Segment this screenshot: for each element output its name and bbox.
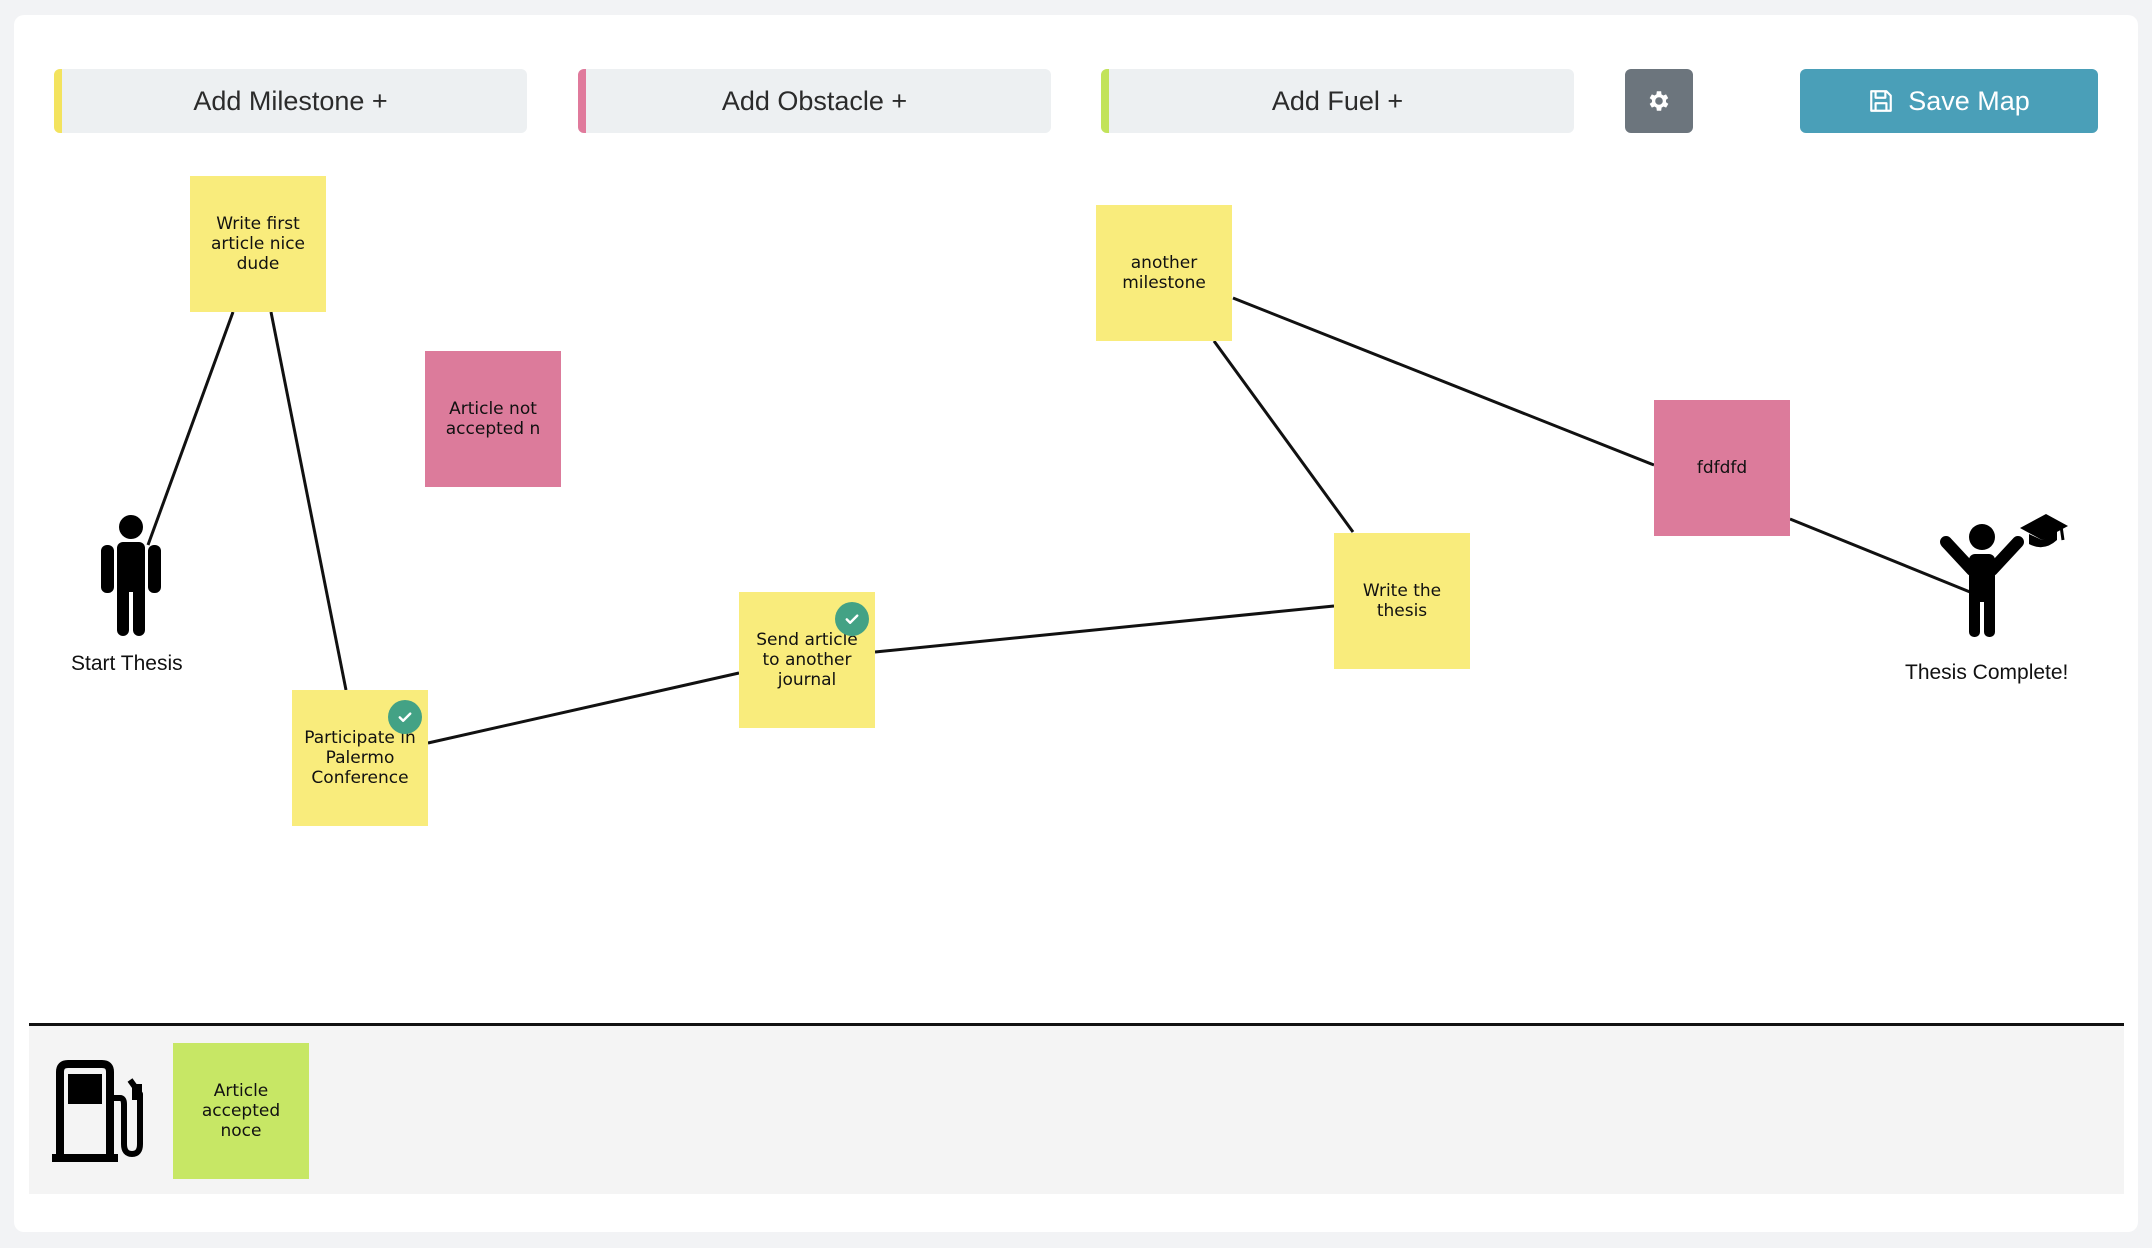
completed-check-icon[interactable]	[835, 602, 869, 636]
add-obstacle-label: Add Obstacle +	[721, 85, 908, 116]
save-map-label: Save Map	[1908, 85, 2030, 116]
fuel-pump-icon	[52, 1060, 143, 1162]
note-text: fdfdfd	[1696, 458, 1748, 478]
fuel-accent	[1101, 69, 1109, 133]
note-text: Write the thesis	[1362, 581, 1442, 621]
milestone-note[interactable]: Participate in Palermo Conference	[292, 690, 428, 826]
milestone-note[interactable]: Send article to another journal	[739, 592, 875, 728]
add-fuel-button[interactable]: Add Fuel +	[1101, 69, 1574, 133]
milestone-note[interactable]: Write the thesis	[1334, 533, 1470, 669]
note-text: Article not accepted n	[445, 399, 541, 439]
fuel-tray-divider	[29, 1023, 2124, 1026]
connection-line	[1232, 296, 1655, 467]
gear-icon	[1649, 91, 1669, 111]
note-text: Write first article nice dude	[210, 214, 306, 274]
obstacle-accent	[578, 69, 586, 133]
fuel-note[interactable]: Article accepted noce	[173, 1043, 309, 1179]
connection-line	[427, 671, 740, 745]
add-milestone-button[interactable]: Add Milestone +	[54, 69, 527, 133]
milestone-note[interactable]: another milestone	[1096, 205, 1232, 341]
add-fuel-label: Add Fuel +	[1271, 85, 1404, 116]
note-text: Participate in Palermo Conference	[304, 728, 416, 788]
milestone-note[interactable]: Write first article nice dude	[190, 176, 326, 312]
completed-check-icon[interactable]	[388, 700, 422, 734]
note-text: another milestone	[1122, 253, 1206, 293]
start-thesis-label: Start Thesis	[71, 652, 183, 675]
connection-line	[146, 311, 235, 546]
person-standing-icon	[101, 515, 161, 636]
floppy-disk-icon	[1870, 90, 1893, 112]
note-text: Send article to another journal	[756, 630, 858, 690]
connection-line	[1789, 517, 1971, 594]
save-map-button[interactable]: Save Map	[1800, 69, 2098, 133]
graduate-celebrating-icon	[1940, 514, 2068, 637]
obstacle-note[interactable]: fdfdfd	[1654, 400, 1790, 536]
obstacle-note[interactable]: Article not accepted n	[425, 351, 561, 487]
milestone-accent	[54, 69, 62, 133]
fuel-tray	[29, 1026, 2124, 1194]
add-milestone-label: Add Milestone +	[193, 85, 388, 116]
connection-line	[874, 604, 1335, 654]
connection-line	[269, 311, 348, 691]
add-obstacle-button[interactable]: Add Obstacle +	[578, 69, 1051, 133]
settings-button[interactable]	[1625, 69, 1693, 133]
connection-line	[1212, 340, 1355, 533]
note-text: Article accepted noce	[201, 1081, 281, 1141]
thesis-complete-label: Thesis Complete!	[1905, 661, 2069, 684]
